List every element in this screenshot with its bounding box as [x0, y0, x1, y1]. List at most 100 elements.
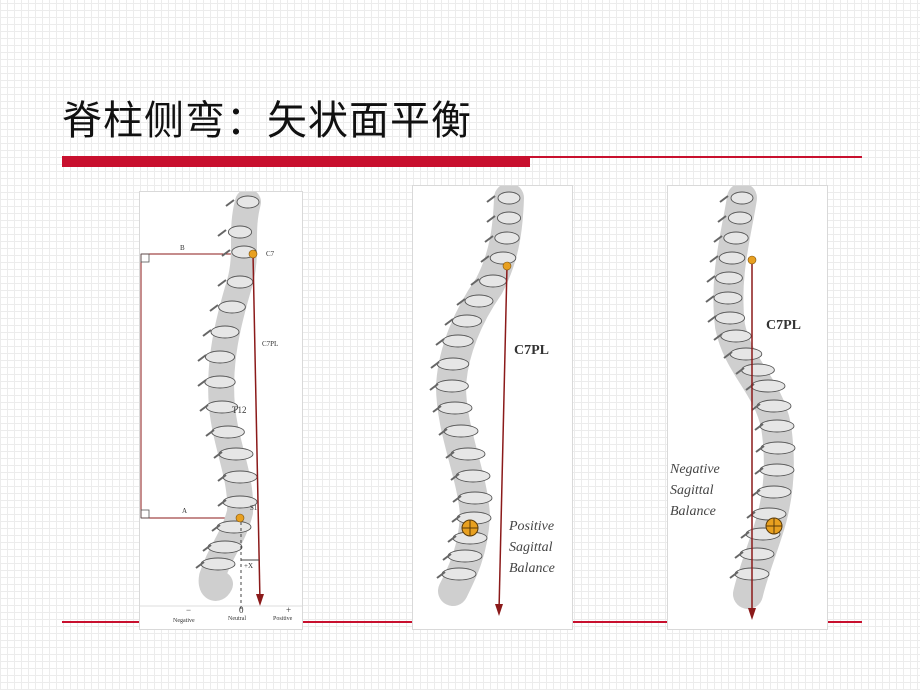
spinous-process: [484, 235, 494, 243]
vertebra: [759, 463, 795, 477]
spinous-process: [740, 531, 750, 539]
spinous-process: [436, 571, 446, 579]
vertebra: [715, 271, 743, 285]
axis-label-negative: Negative: [173, 618, 195, 624]
spine-diagram-positive-balance: C7PL Positive Sagittal Balance: [412, 185, 573, 630]
spinous-process: [225, 199, 235, 207]
vertebra: [210, 325, 240, 339]
title-underline-thick: [62, 156, 530, 167]
vertebra: [218, 447, 254, 461]
spinous-process: [221, 249, 231, 257]
spine-diagram-negative-balance: C7PL Negative Sagittal Balance: [667, 185, 828, 630]
vertebra: [204, 375, 236, 389]
vertebra: [442, 334, 474, 348]
vertebra: [451, 314, 483, 328]
axis-label-positive: Positive: [273, 616, 293, 622]
bottom-rule-right: [826, 621, 862, 623]
spinous-process: [746, 511, 756, 519]
spinous-process: [442, 553, 452, 561]
vertebra: [723, 231, 749, 245]
spinous-process: [209, 304, 219, 312]
label-x: +X: [244, 562, 254, 570]
label-c7pl: C7PL: [766, 318, 801, 333]
spinous-process: [751, 489, 761, 497]
label-s1: S1: [250, 504, 258, 512]
spinous-process: [486, 195, 496, 203]
vertebra: [218, 300, 246, 314]
vertebra: [750, 379, 786, 393]
c7-marker: [502, 261, 512, 271]
vertebra: [756, 399, 792, 413]
label-c7pl: C7PL: [262, 340, 279, 348]
vertebra: [494, 231, 520, 245]
title-underline-thin: [530, 156, 862, 158]
label-negative-sagittal-balance: Negative Sagittal Balance: [670, 462, 720, 519]
vertebra: [489, 251, 517, 265]
vertebra: [455, 469, 491, 483]
vertebrae: [705, 191, 796, 581]
spinous-process: [456, 298, 466, 306]
vertebra: [741, 363, 775, 377]
spinous-process: [486, 215, 496, 223]
bottom-rule-left: [62, 621, 142, 623]
spinous-process: [429, 383, 439, 391]
spinous-process: [217, 474, 227, 482]
vertebra: [236, 195, 260, 209]
vertebra: [450, 447, 486, 461]
vertebra: [727, 211, 753, 225]
axis-zero: 0: [239, 605, 244, 615]
vertebra: [496, 211, 522, 225]
spinous-process: [438, 428, 448, 436]
spinous-process: [719, 195, 729, 203]
spinous-process: [199, 404, 209, 412]
spinous-process: [735, 367, 745, 375]
vertebra: [457, 491, 493, 505]
spinous-process: [706, 275, 716, 283]
slide-title: 脊柱侧弯：矢状面平衡: [62, 98, 472, 144]
bottom-rule-mid-2: [572, 621, 668, 623]
s1-target-marker: [765, 517, 783, 535]
c7-marker: [747, 255, 757, 265]
vertebra: [479, 274, 507, 288]
vertebra: [497, 191, 521, 205]
spinous-process: [717, 215, 727, 223]
vertebra: [200, 557, 236, 571]
spinous-process: [751, 403, 761, 411]
axis-negative-sign: −: [186, 605, 192, 615]
spinous-process: [450, 473, 460, 481]
plumb-line-arrow: [495, 604, 503, 616]
vertebra: [226, 275, 254, 289]
spinous-process: [755, 445, 765, 453]
spinous-process: [447, 535, 457, 543]
label-t12: T12: [232, 405, 247, 415]
vertebra: [227, 225, 253, 239]
vertebra: [464, 294, 494, 308]
s1-marker: [235, 513, 245, 523]
vertebra: [720, 329, 752, 343]
spinous-process: [470, 278, 480, 286]
vertebra: [729, 347, 763, 361]
vertebra: [759, 419, 795, 433]
spine-diagram-measurement: B C7 C7PL T12 A S1 +X − 0 + Negative Neu…: [139, 191, 303, 630]
spinous-process: [217, 229, 227, 237]
label-c7: C7: [266, 250, 275, 258]
spinous-process: [713, 235, 723, 243]
spinous-process: [197, 379, 207, 387]
vertebra: [730, 191, 754, 205]
axis-label-neutral: Neutral: [228, 616, 246, 622]
c7-marker: [248, 249, 258, 259]
spinous-process: [445, 451, 455, 459]
spinous-process: [197, 354, 207, 362]
spinous-process: [729, 571, 739, 579]
spinous-process: [205, 429, 215, 437]
spinous-process: [202, 329, 212, 337]
vertebra: [443, 424, 479, 438]
spinous-process: [707, 315, 717, 323]
vertebra: [211, 425, 245, 439]
spinous-process: [432, 405, 442, 413]
vertebra: [207, 540, 243, 554]
vertebra: [435, 379, 469, 393]
spinous-process: [754, 467, 764, 475]
spinous-process: [213, 451, 223, 459]
vertebra: [751, 507, 787, 521]
